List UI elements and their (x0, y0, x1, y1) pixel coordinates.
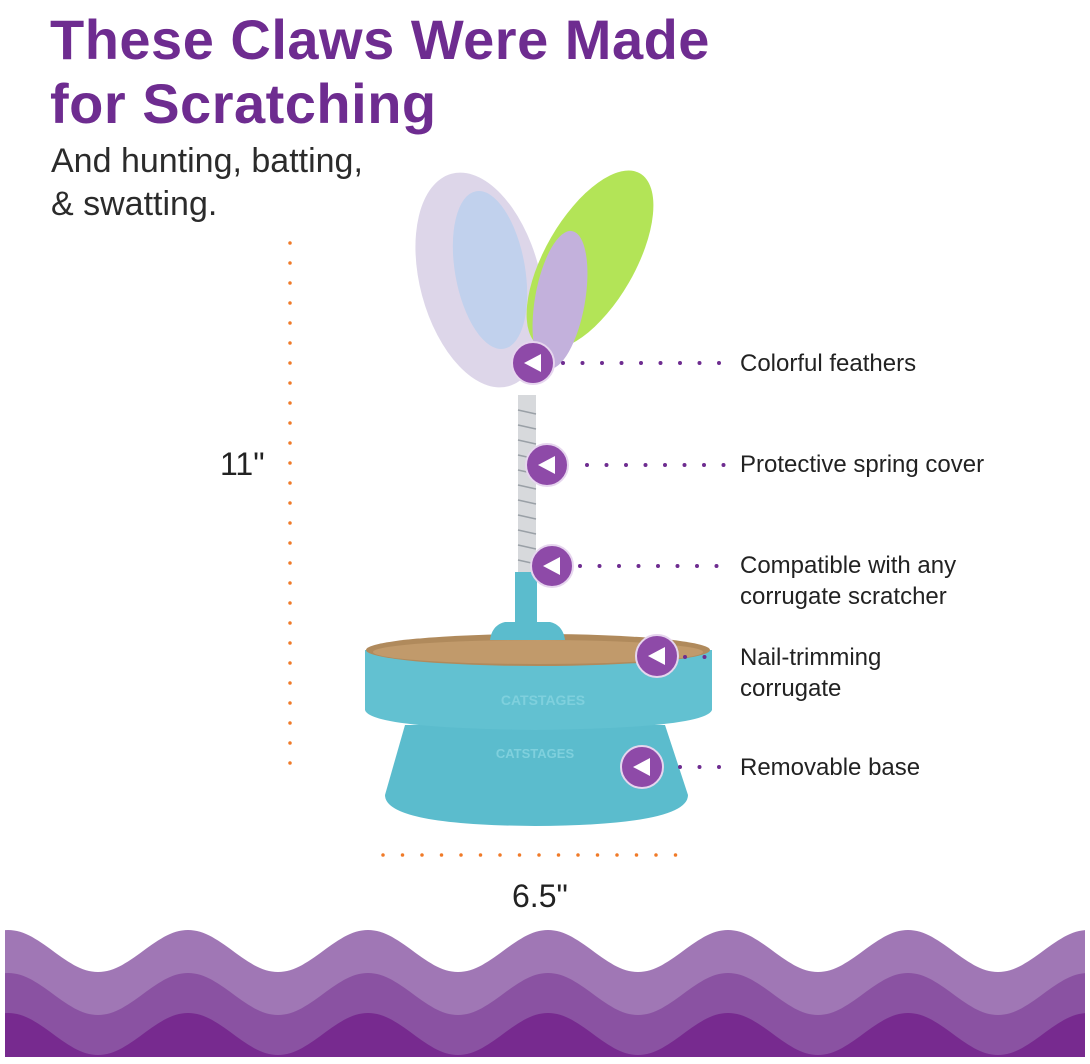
callout-spring-cover: Protective spring cover (740, 449, 984, 480)
callout-marker-3-icon (530, 544, 574, 588)
callout-text: Nail-trimming (740, 644, 882, 671)
callout-nail-trimming: Nail-trimming corrugate (740, 642, 881, 704)
subtitle-line-2: & swatting. (51, 185, 218, 223)
callout-marker-4-icon (635, 634, 679, 678)
title-line-1: These Claws Were Made (50, 8, 710, 71)
height-label: 11" (220, 446, 265, 482)
subtitle: And hunting, batting, & swatting. (51, 140, 363, 226)
callout-text: corrugate scratcher (740, 583, 947, 610)
feathers-image (415, 170, 654, 388)
callout-text: Removable base (740, 754, 921, 781)
callout-text: Protective spring cover (740, 451, 985, 478)
callout-marker-2-icon (525, 443, 569, 487)
callout-marker-1-icon (511, 341, 555, 385)
wave-dark (5, 1013, 1085, 1057)
page-title: These Claws Were Made for Scratching (50, 8, 710, 136)
callout-marker-5-icon (620, 745, 664, 789)
spring-cover-image (518, 395, 536, 575)
callout-text: Compatible with any (740, 552, 957, 579)
subtitle-line-1: And hunting, batting, (51, 142, 363, 180)
callout-compatible: Compatible with any corrugate scratcher (740, 550, 956, 612)
callout-text: Colorful feathers (740, 350, 917, 377)
brand-mark: CATSTAGES (501, 692, 585, 708)
scratcher-base-image: CATSTAGES CATSTAGES (365, 572, 712, 826)
title-line-2: for Scratching (50, 72, 437, 135)
brand-mark-base: CATSTAGES (496, 746, 575, 761)
width-label: 6.5" (512, 878, 568, 914)
callout-colorful-feathers: Colorful feathers (740, 348, 916, 379)
decorative-waves (5, 930, 1085, 1057)
callout-text: corrugate (740, 675, 842, 702)
callout-removable-base: Removable base (740, 752, 920, 783)
